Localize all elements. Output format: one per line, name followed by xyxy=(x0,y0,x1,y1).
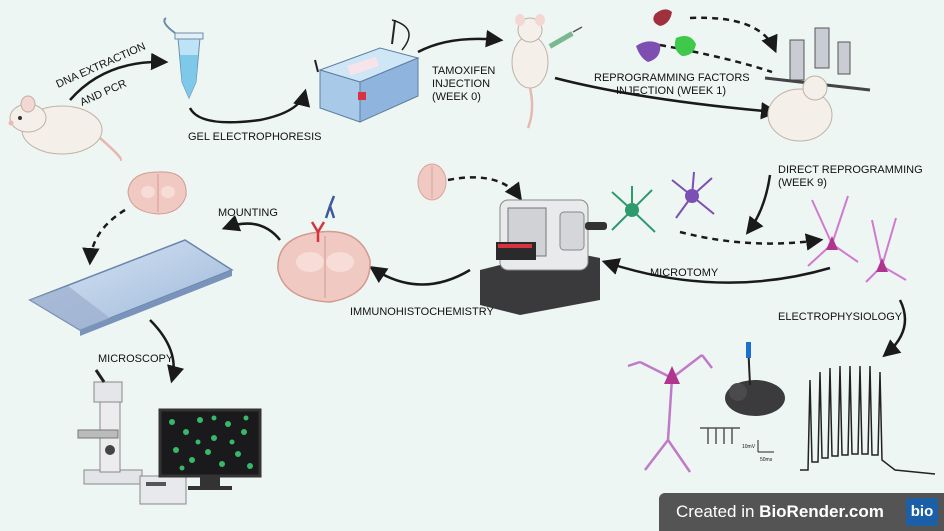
arrow-section-to-slide xyxy=(221,214,281,241)
fluorescent-cells xyxy=(169,415,253,471)
badge-site: BioRender.com xyxy=(759,502,884,521)
label-and-pcr: AND PCR xyxy=(78,78,128,109)
pcr-tube xyxy=(163,17,204,100)
label-reprogramming-2: INJECTION (WEEK 1) xyxy=(616,85,726,97)
camera-controller xyxy=(139,475,187,505)
brain-icon-small xyxy=(417,163,447,201)
reprogramming-factors xyxy=(636,9,696,62)
patched-soma xyxy=(664,366,680,384)
arrow-gel-to-tamoxifen xyxy=(417,29,504,54)
label-mounting: MOUNTING xyxy=(218,207,278,219)
label-microtomy: MICROTOMY xyxy=(650,267,719,279)
arrow-neurons-to-microtome xyxy=(601,258,831,284)
label-reprogramming-1: REPROGRAMMING FACTORS xyxy=(594,72,750,84)
reprogrammed-neurons xyxy=(807,195,907,283)
biorender-badge-text: Created in BioRender.com xyxy=(676,502,884,522)
label-immunohistochemistry: IMMUNOHISTOCHEMISTRY xyxy=(350,306,494,318)
badge-created-in: Created in xyxy=(676,502,755,521)
action-potential-trace xyxy=(800,365,936,475)
label-direct-2: (WEEK 9) xyxy=(778,177,827,189)
microscope xyxy=(77,369,143,485)
tamoxifen-mouse xyxy=(511,14,583,129)
stereotaxic-frame xyxy=(764,27,871,142)
brain-slice-topleft xyxy=(127,171,187,215)
brain-section xyxy=(277,195,371,303)
gel-box xyxy=(314,19,420,123)
scale-bar xyxy=(757,440,774,453)
arrow-mouse-to-tube xyxy=(69,52,169,101)
arrow-slide-to-microscope xyxy=(149,319,185,384)
glass-slide xyxy=(28,239,234,336)
arrow-slicebrain-to-slide xyxy=(82,208,126,266)
flow-arrows xyxy=(69,16,907,384)
arrow-brainicon-to-microtome xyxy=(447,176,523,201)
label-scale-mv: 10mV xyxy=(742,444,756,450)
label-tamoxifen-3: (WEEK 0) xyxy=(432,91,481,103)
electrode-rig xyxy=(700,427,740,444)
biorender-badge[interactable] xyxy=(659,493,944,531)
arrow-microtome-to-section xyxy=(369,266,471,286)
arrow-mouse-to-neurons xyxy=(745,174,772,235)
arrow-tamoxifen-to-stereotax xyxy=(554,76,779,120)
recording-mouse xyxy=(725,341,785,416)
label-dna-extraction: DNA EXTRACTION xyxy=(54,40,147,90)
label-microscopy: MICROSCOPY xyxy=(98,353,174,365)
glia-cells xyxy=(611,171,715,233)
label-tamoxifen-1: TAMOXIFEN xyxy=(432,65,495,77)
label-electrophysiology: ELECTROPHYSIOLOGY xyxy=(778,311,903,323)
label-scale-ms: 50ms xyxy=(760,457,773,463)
patched-neuron xyxy=(627,354,713,473)
arrow-glia-to-neuron xyxy=(679,230,824,251)
mouse-illustration xyxy=(8,95,123,162)
arrow-factors2-to-stereotax xyxy=(659,43,773,74)
label-direct-1: DIRECT REPROGRAMMING xyxy=(778,164,923,176)
arrow-tube-to-gel xyxy=(188,88,311,124)
biorender-logo-icon: bio xyxy=(906,498,938,526)
microtome xyxy=(480,199,607,315)
arrow-neurons-to-ephys xyxy=(882,299,907,358)
monitor xyxy=(158,408,262,490)
label-gel-electrophoresis: GEL ELECTROPHORESIS xyxy=(188,131,321,143)
label-tamoxifen-2: INJECTION xyxy=(432,78,490,90)
arrow-factors-to-stereotax xyxy=(689,16,778,54)
